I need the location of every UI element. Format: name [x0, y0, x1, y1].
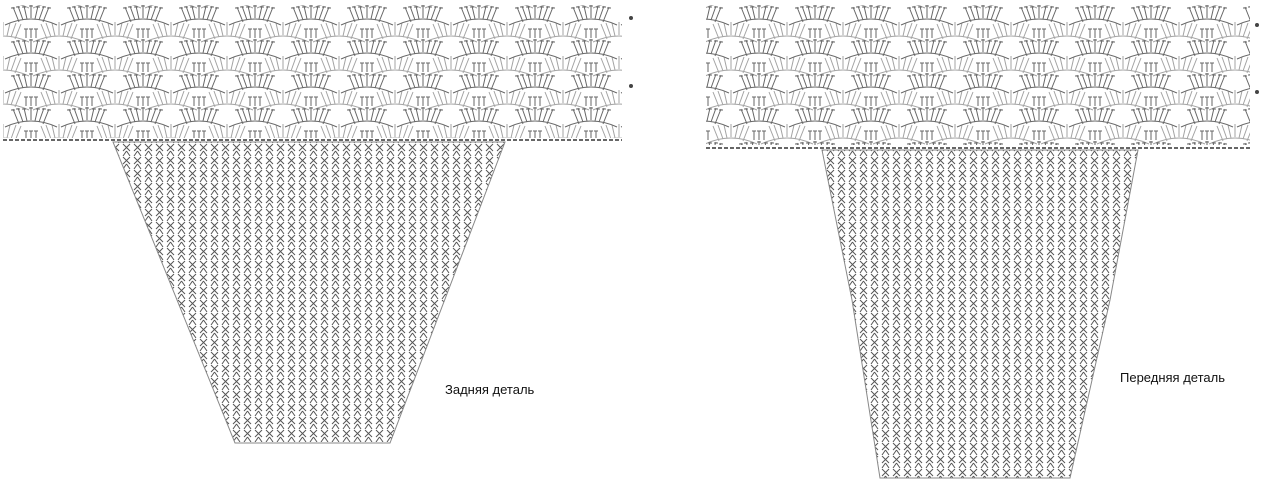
row-marker	[1255, 23, 1259, 27]
back-shell-band-offset	[3, 5, 622, 138]
back-trapezoid-outline	[112, 141, 506, 444]
front-trapezoid-outline	[821, 149, 1139, 479]
back-piece	[3, 5, 633, 444]
front-sc-trapezoid	[822, 150, 1138, 478]
row-marker	[629, 84, 633, 88]
back-piece-label: Задняя деталь	[445, 382, 535, 397]
row-marker	[1255, 90, 1259, 94]
front-piece-label: Передняя деталь	[1120, 370, 1225, 385]
back-sc-trapezoid	[113, 142, 505, 443]
front-shell-band-offset	[706, 5, 1250, 145]
front-piece	[706, 5, 1259, 479]
row-marker	[629, 16, 633, 20]
